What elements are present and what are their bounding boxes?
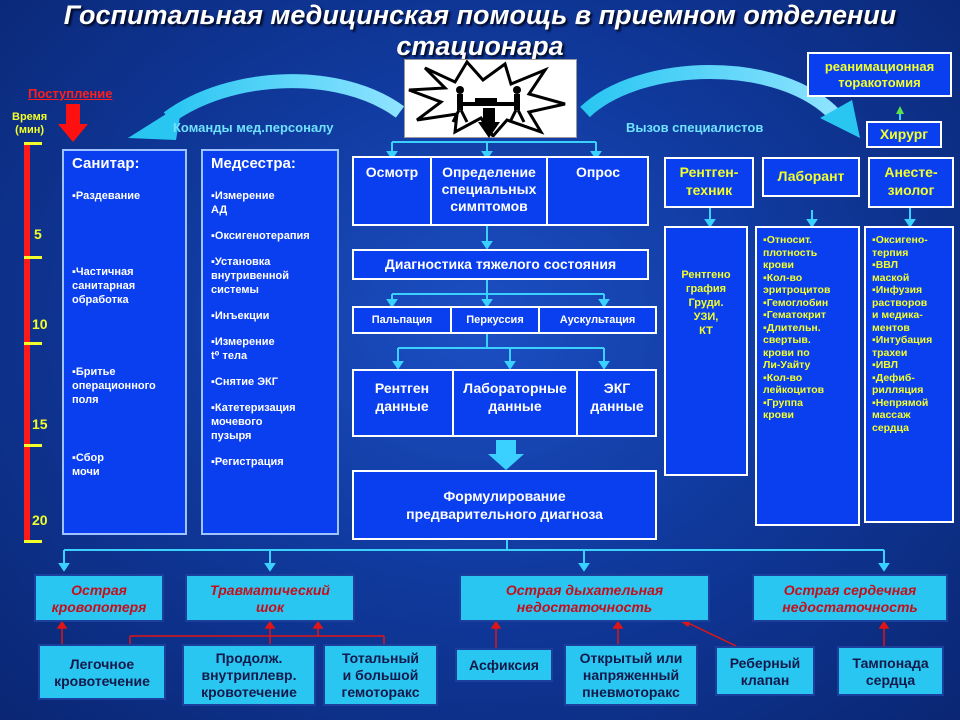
cause-pulmonary-bleeding: Легочное кровотечение — [38, 644, 166, 700]
cause-asphyxia: Асфиксия — [455, 648, 553, 682]
xray-data-cell: Рентген данные — [374, 380, 430, 414]
anesth-task-4: ▪Интубация трахеи — [872, 334, 933, 359]
lab-task-6: ▪Кол-во лейкоцитов — [763, 371, 825, 397]
lab-task-5: ▪Длительн. свертыв. крови по Ли-Уайту — [763, 321, 821, 372]
anesth-task-6: ▪Дефиб- рилляция — [872, 371, 924, 397]
palpation-divider-2 — [538, 308, 540, 332]
lab-task-1: ▪Относит. плотность крови — [763, 234, 818, 271]
cause-cardiac-tamponade: Тампонада сердца — [837, 646, 944, 696]
palpation-cell: Пальпация — [371, 314, 433, 326]
nurse-item-2: ▪Оксигенотерапия — [211, 230, 310, 242]
time-tick-5 — [24, 256, 42, 259]
cause-hemothorax: Тотальный и большой гемоторакс — [323, 644, 438, 706]
time-tick-label-5: 5 — [34, 226, 42, 242]
diagnostics-box: Диагностика тяжелого состояния — [352, 249, 649, 280]
down-arrow-icon — [478, 108, 500, 138]
condition-traumatic-shock: Травматический шок — [185, 574, 355, 622]
sanitar-item-1: ▪Раздевание — [72, 190, 141, 202]
exam-col-2: Определение специальных симптомов — [441, 164, 537, 214]
cause-intrapleural-bleeding: Продолж. внутриплевр. кровотечение — [182, 644, 316, 706]
anesth-task-2: ▪ВВЛ маской — [872, 259, 910, 284]
admission-arrow-icon — [58, 104, 88, 142]
exam-divider-1 — [430, 158, 432, 224]
condition-blood-loss: Острая кровопотеря — [34, 574, 164, 622]
nurse-item-6: ▪Снятие ЭКГ — [211, 376, 279, 388]
thoracotomy-box: реанимационная торакотомия — [807, 52, 952, 97]
sanitar-item-2: ▪Частичная санитарная обработка — [72, 266, 136, 306]
sanitar-header: Санитар: — [72, 155, 140, 172]
anesthesiologist-tasks: ▪Оксигено- терпия ▪ВВЛ маской ▪Инфузия р… — [864, 226, 954, 523]
commands-label: Команды мед.персоналу — [173, 120, 334, 135]
time-tick-10 — [24, 342, 42, 345]
palpation-divider-1 — [450, 308, 452, 332]
cause-rib-valve: Реберный клапан — [715, 646, 815, 696]
time-tick-label-15: 15 — [32, 416, 48, 432]
explosion-icon — [408, 59, 566, 139]
xray-tech-tasks: Рентгено графия Груди. УЗИ, КТ — [664, 226, 748, 476]
exam-divider-2 — [546, 158, 548, 224]
data-divider-2 — [576, 371, 578, 435]
time-tick-20 — [24, 540, 42, 543]
exam-col-1: Осмотр — [365, 164, 419, 180]
percussion-cell: Перкуссия — [466, 314, 524, 326]
sanitar-item-3: ▪Бритье операционного поля — [72, 366, 156, 406]
auscultation-cell: Аускультация — [559, 314, 636, 326]
anesth-task-5: ▪ИВЛ — [872, 359, 898, 371]
nurse-item-5: ▪Измерение t⁰ тела — [211, 336, 275, 362]
anesthesiologist-box: Анесте- зиолог — [868, 157, 954, 208]
lab-data-cell: Лабораторные данные — [463, 380, 567, 414]
surgeon-box: Хирург — [866, 121, 942, 148]
specialists-label: Вызов специалистов — [626, 120, 764, 135]
page-title-text: Госпитальная медицинская помощь в приемн… — [63, 0, 897, 61]
lab-task-3: ▪Гемоглобин — [763, 296, 829, 309]
lab-tech-box: Лаборант — [762, 157, 860, 197]
nurse-item-1: ▪Измерение АД — [211, 190, 275, 216]
cause-pneumothorax: Открытый или напряженный пневмоторакс — [564, 644, 698, 706]
nurse-box: Медсестра: ▪Измерение АД ▪Оксигенотерапи… — [201, 149, 339, 535]
admission-label: Поступление — [28, 86, 113, 101]
time-axis-label: Время (мин) — [12, 111, 48, 136]
ecg-data-cell: ЭКГ данные — [590, 380, 644, 414]
formulation-box: Формулирование предварительного диагноза — [352, 470, 657, 540]
anesth-task-1: ▪Оксигено- терпия — [872, 234, 928, 259]
anesth-task-7: ▪Непрямой массаж сердца — [872, 396, 929, 434]
sanitar-item-4: ▪Сбор мочи — [72, 452, 104, 478]
exam-box: Осмотр Определение специальных симптомов… — [352, 156, 649, 226]
condition-heart-failure: Острая сердечная недостаточность — [752, 574, 948, 622]
nurse-item-7: ▪Катетеризация мочевого пузыря — [211, 402, 296, 442]
condition-respiratory-failure: Острая дыхательная недостаточность — [459, 574, 710, 622]
xray-tech-box: Рентген- техник — [664, 157, 754, 208]
time-tick-0 — [24, 142, 42, 145]
lab-task-2: ▪Кол-во эритроцитов — [763, 271, 831, 297]
anesth-task-3: ▪Инфузия растворов и медика- ментов — [872, 284, 928, 334]
nurse-header: Медсестра: — [211, 155, 296, 172]
time-tick-15 — [24, 444, 42, 447]
time-tick-label-20: 20 — [32, 512, 48, 528]
lab-task-7: ▪Группа крови — [763, 396, 803, 422]
nurse-item-4: ▪Инъекции — [211, 310, 270, 322]
time-tick-label-10: 10 — [32, 316, 48, 332]
data-divider-1 — [452, 371, 454, 435]
page-title: Госпитальная медицинская помощь в приемн… — [0, 0, 960, 62]
palpation-box: Пальпация Перкуссия Аускультация — [352, 306, 657, 334]
lab-tech-tasks: ▪Относит. плотность крови ▪Кол-во эритро… — [755, 226, 860, 526]
nurse-item-3: ▪Установка внутривенной системы — [211, 256, 290, 296]
exam-col-3: Опрос — [575, 164, 621, 180]
data-row-box: Рентген данные Лабораторные данные ЭКГ д… — [352, 369, 657, 437]
sanitar-box: Санитар: ▪Раздевание ▪Частичная санитарн… — [62, 149, 187, 535]
lab-task-4: ▪Гематокрит — [763, 309, 826, 321]
nurse-item-8: ▪Регистрация — [211, 456, 284, 468]
